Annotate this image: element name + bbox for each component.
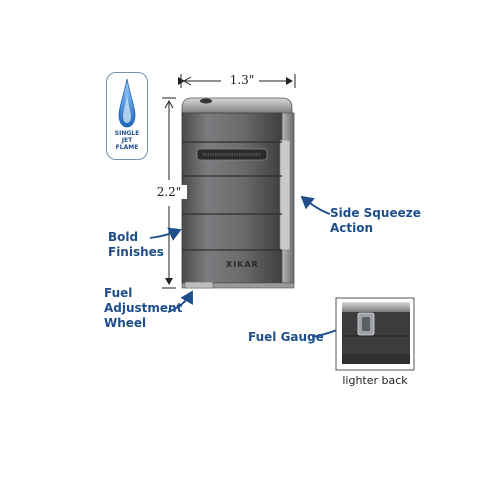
- width-dimension-label: 1.3": [225, 73, 259, 87]
- side-squeeze-line-2: Action: [330, 221, 374, 235]
- fuel-wheel-line-2: Adjustment: [104, 301, 183, 315]
- side-squeeze-callout: Side Squeeze Action: [330, 206, 421, 236]
- height-dimension-label: 2.2": [151, 185, 187, 199]
- bold-finishes-arrow: [149, 227, 182, 241]
- width-dimension-line: [178, 74, 296, 88]
- single-jet-flame-badge: SINGLE JET FLAME: [106, 72, 148, 160]
- flame-icon: [118, 78, 136, 128]
- fuel-wheel-callout: Fuel Adjustment Wheel: [104, 286, 182, 331]
- side-squeeze-line-1: Side Squeeze: [330, 206, 421, 220]
- bold-finishes-callout: Bold Finishes: [108, 230, 164, 260]
- badge-line-2: JET: [121, 137, 133, 144]
- badge-line-3: FLAME: [115, 144, 139, 151]
- fuel-wheel-arrow: [167, 290, 193, 313]
- side-squeeze-arrow: [300, 195, 331, 215]
- badge-line-1: SINGLE: [114, 130, 140, 137]
- lighter-body: [181, 97, 295, 289]
- bold-finishes-line-2: Finishes: [108, 245, 164, 259]
- lighter-back-inset: [335, 297, 415, 371]
- height-dimension-line: [162, 97, 176, 289]
- inset-caption: lighter back: [342, 374, 408, 387]
- brand-logo: XIKAR: [226, 260, 259, 269]
- fuel-wheel-line-3: Wheel: [104, 316, 147, 330]
- fuel-wheel-line-1: Fuel: [104, 286, 133, 300]
- bold-finishes-line-1: Bold: [108, 230, 139, 244]
- fuel-gauge-callout: Fuel Gauge: [248, 330, 324, 344]
